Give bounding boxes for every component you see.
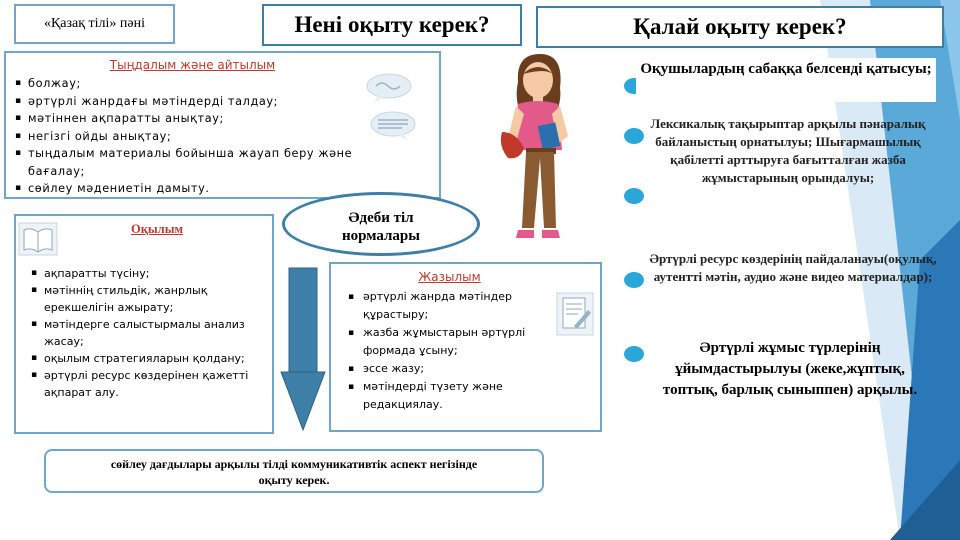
writing-list: әртүрлі жанрда мәтіндер құрастыру; жазба… — [348, 288, 590, 414]
list-item: әртүрлі жанрдағы мәтіндерді талдау; — [15, 93, 431, 111]
what-title-text: Нені оқыту керек? — [294, 12, 490, 37]
reading-heading: Оқылым — [131, 222, 183, 236]
bullet-dot — [624, 128, 644, 144]
open-book-icon — [18, 222, 58, 256]
listening-list: болжау; әртүрлі жанрдағы мәтіндерді талд… — [14, 75, 431, 198]
what-to-teach-title: Нені оқыту керек? — [262, 4, 522, 46]
down-arrow-icon — [280, 267, 326, 432]
list-item: болжау; — [15, 75, 431, 93]
speech-bubble-icon — [370, 111, 416, 141]
subject-label-text: «Қазақ тілі» пәні — [43, 16, 146, 31]
list-item: мәтіннің стильдік, жанрлық ерекшелігін а… — [31, 282, 262, 316]
active-participation-heading: Оқушылардың сабаққа белсенді қатысуы; — [636, 58, 936, 102]
how-title-text: Қалай оқыту керек? — [633, 14, 847, 39]
literary-norms-oval: Әдеби тіл нормалары — [282, 192, 480, 256]
bullet-dot — [624, 188, 644, 204]
speech-bubble-icon — [366, 73, 412, 103]
reading-list: ақпаратты түсіну; мәтіннің стильдік, жан… — [31, 265, 262, 401]
how-to-teach-title: Қалай оқыту керек? — [536, 6, 944, 48]
pen-paper-icon — [556, 292, 594, 336]
bottom-note-text: сөйлеу дағдылары арқылы тілді коммуникат… — [110, 457, 478, 487]
bullet-dot — [624, 272, 644, 288]
list-item: тыңдалым материалы бойынша жауап беру жә… — [15, 145, 431, 180]
norms-label: Әдеби тіл нормалары — [342, 210, 420, 244]
work-types-text: Әртүрлі жұмыс түрлерінің ұйымдастырылуы … — [662, 340, 918, 398]
list-item: мәтіннен ақпаратты анықтау; — [15, 110, 431, 128]
list-item: сөйлеу мәдениетін дамыту. — [15, 180, 431, 198]
student-girl-illustration — [500, 54, 568, 238]
list-item: әртүрлі ресурс көздерінен қажетті ақпара… — [31, 367, 262, 401]
list-item: мәтіндерді түзету және редакциялау. — [348, 378, 530, 414]
list-item: мәтіндерге салыстырмалы анализ жасау; — [31, 316, 262, 350]
list-item: ақпаратты түсіну; — [31, 265, 262, 282]
listening-heading: Тыңдалым және айтылым — [109, 58, 276, 72]
list-item: әртүрлі жанрда мәтіндер құрастыру; — [348, 288, 530, 324]
list-item: эссе жазу; — [348, 360, 530, 378]
resources-text: Әртүрлі ресурс көздерінің пайдаланауы(оқ… — [649, 251, 937, 284]
writing-box: Жазылым әртүрлі жанрда мәтіндер құрастыр… — [329, 262, 602, 432]
list-item: негізгі ойды анықтау; — [15, 128, 431, 146]
list-item: оқылым стратегияларын қолдану; — [31, 350, 262, 367]
interdisciplinary-text: Лексикалық тақырыптар арқылы пәнаралық б… — [650, 116, 926, 185]
bullet-dot — [624, 346, 644, 362]
bottom-note: сөйлеу дағдылары арқылы тілді коммуникат… — [44, 449, 544, 493]
subject-label: «Қазақ тілі» пәні — [14, 4, 175, 44]
list-item: жазба жұмыстарын әртүрлі формада ұсыну; — [348, 324, 530, 360]
writing-heading: Жазылым — [418, 270, 481, 284]
listening-speaking-box: Тыңдалым және айтылым болжау; әртүрлі жа… — [4, 51, 441, 199]
